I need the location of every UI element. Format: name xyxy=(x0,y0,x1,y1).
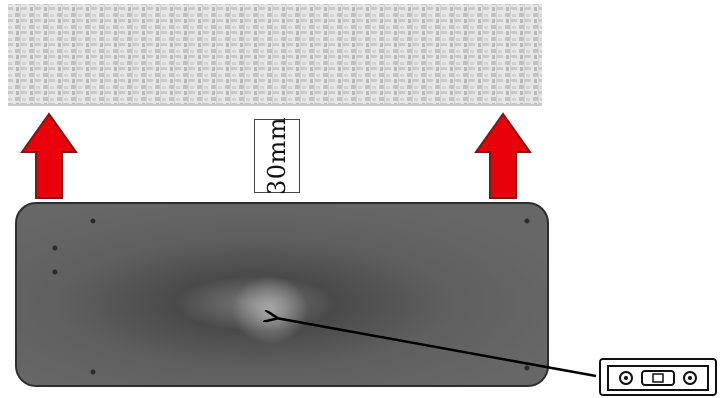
textured-target-surface xyxy=(8,4,542,106)
upward-arrow-icon xyxy=(476,114,530,198)
distance-label: 30mm xyxy=(263,117,291,195)
sensor-device-icon xyxy=(600,359,716,395)
upward-arrow-icon xyxy=(22,114,76,198)
distance-label-box: 30mm xyxy=(254,119,300,193)
sensor-plate xyxy=(16,203,548,386)
